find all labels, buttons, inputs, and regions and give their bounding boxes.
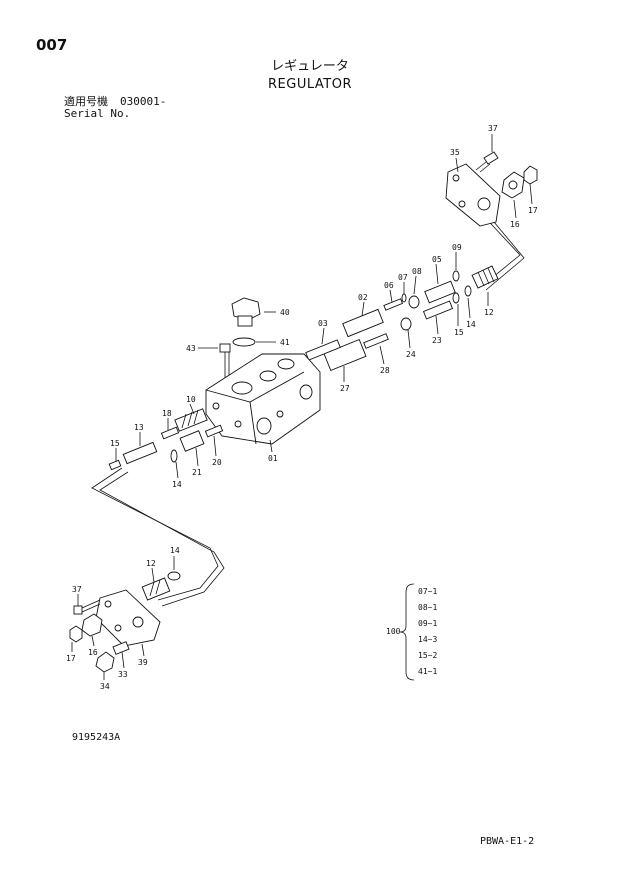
- nut-17-bottom: [69, 625, 83, 643]
- callout-14a: 14: [466, 320, 476, 329]
- sleeve-02-27: [323, 308, 384, 372]
- bolt-43: [219, 343, 231, 380]
- callout-40: 40: [280, 308, 290, 317]
- kit-100-legend: 100 07~1 08~1 09~1 14~3 15~2 41~1: [386, 583, 437, 681]
- callout-16a: 16: [510, 220, 520, 229]
- callout-37b: 37: [72, 585, 82, 594]
- leader-lines: [71, 134, 533, 680]
- serial-value: 030001-: [120, 95, 167, 108]
- callout-37a: 37: [488, 124, 498, 133]
- callout-16b: 16: [88, 648, 98, 657]
- sheet-code: PBWA-E1-2: [480, 836, 535, 847]
- callout-24: 24: [406, 350, 416, 359]
- kit-item-2: 08~1: [418, 603, 437, 612]
- callout-13: 13: [134, 423, 144, 432]
- pin-20: [204, 424, 224, 438]
- sleeve-13: [122, 441, 158, 465]
- title-japanese: レギュレータ: [271, 59, 349, 74]
- kit-item-5: 15~2: [418, 651, 437, 660]
- nut-34: [95, 651, 115, 673]
- callout-03: 03: [318, 319, 328, 328]
- set-screw-33: [112, 641, 130, 655]
- callout-01: 01: [268, 454, 278, 463]
- spool-03: [305, 339, 341, 361]
- kit-label: 100: [386, 627, 401, 636]
- callout-21: 21: [192, 468, 202, 477]
- kit-item-4: 14~3: [418, 635, 437, 644]
- callout-34: 34: [100, 682, 110, 691]
- bolt-37-top: [475, 151, 499, 173]
- spring-18: [160, 426, 180, 440]
- nut-17-top: [523, 165, 538, 185]
- callout-23: 23: [432, 336, 442, 345]
- callout-14c: 14: [170, 546, 180, 555]
- callout-28: 28: [380, 366, 390, 375]
- plug-12-top: [471, 265, 499, 289]
- page-number: 007: [36, 36, 68, 54]
- callout-39: 39: [138, 658, 148, 667]
- callout-43: 43: [186, 344, 196, 353]
- callout-17a: 17: [528, 206, 538, 215]
- callout-05: 05: [432, 255, 442, 264]
- spring-10: [174, 408, 208, 432]
- callout-07: 07: [398, 273, 408, 282]
- callout-12a: 12: [484, 308, 494, 317]
- callout-15a: 15: [454, 328, 464, 337]
- callout-17b: 17: [66, 654, 76, 663]
- plug-15-left: [108, 459, 122, 471]
- callout-27: 27: [340, 384, 350, 393]
- callout-20: 20: [212, 458, 222, 467]
- o-rings-09-14-15: [452, 270, 472, 304]
- nut-16-bottom: [81, 613, 103, 637]
- serial-label-english: Serial No.: [64, 107, 131, 120]
- kit-item-6: 41~1: [418, 667, 437, 676]
- callout-41: 41: [280, 338, 290, 347]
- plug-40: [231, 297, 261, 327]
- o-ring-14-left: [170, 449, 178, 463]
- callout-18: 18: [162, 409, 172, 418]
- o-ring-41: [232, 337, 256, 347]
- sleeve-05-23: [422, 280, 456, 320]
- serial-label-japanese: 適用号機: [64, 95, 108, 108]
- pin-06-28: [363, 298, 404, 349]
- plug-12-bottom: [141, 577, 171, 601]
- callout-09: 09: [452, 243, 462, 252]
- o-ring-14-bottom: [167, 571, 181, 581]
- drawing-number: 9195243A: [72, 732, 121, 743]
- spring-seat-08-24: [400, 293, 420, 331]
- callout-15b: 15: [110, 439, 120, 448]
- cover-plate-35: [445, 163, 501, 227]
- callout-12b: 12: [146, 559, 156, 568]
- piston-21: [179, 430, 205, 452]
- callout-33: 33: [118, 670, 128, 679]
- callout-08: 08: [412, 267, 422, 276]
- regulator-body-01: [205, 353, 321, 445]
- callout-06: 06: [384, 281, 394, 290]
- callout-labels: 37 35 16 17 09 08 07 06 05 02 03 40 41 4…: [66, 124, 538, 691]
- kit-item-3: 09~1: [418, 619, 437, 628]
- callout-02: 02: [358, 293, 368, 302]
- title-english: REGULATOR: [268, 77, 352, 92]
- routing-lines: [91, 209, 525, 607]
- callout-14b: 14: [172, 480, 182, 489]
- callout-35: 35: [450, 148, 460, 157]
- nut-16-top: [501, 171, 525, 199]
- callout-10: 10: [186, 395, 196, 404]
- kit-item-1: 07~1: [418, 587, 437, 596]
